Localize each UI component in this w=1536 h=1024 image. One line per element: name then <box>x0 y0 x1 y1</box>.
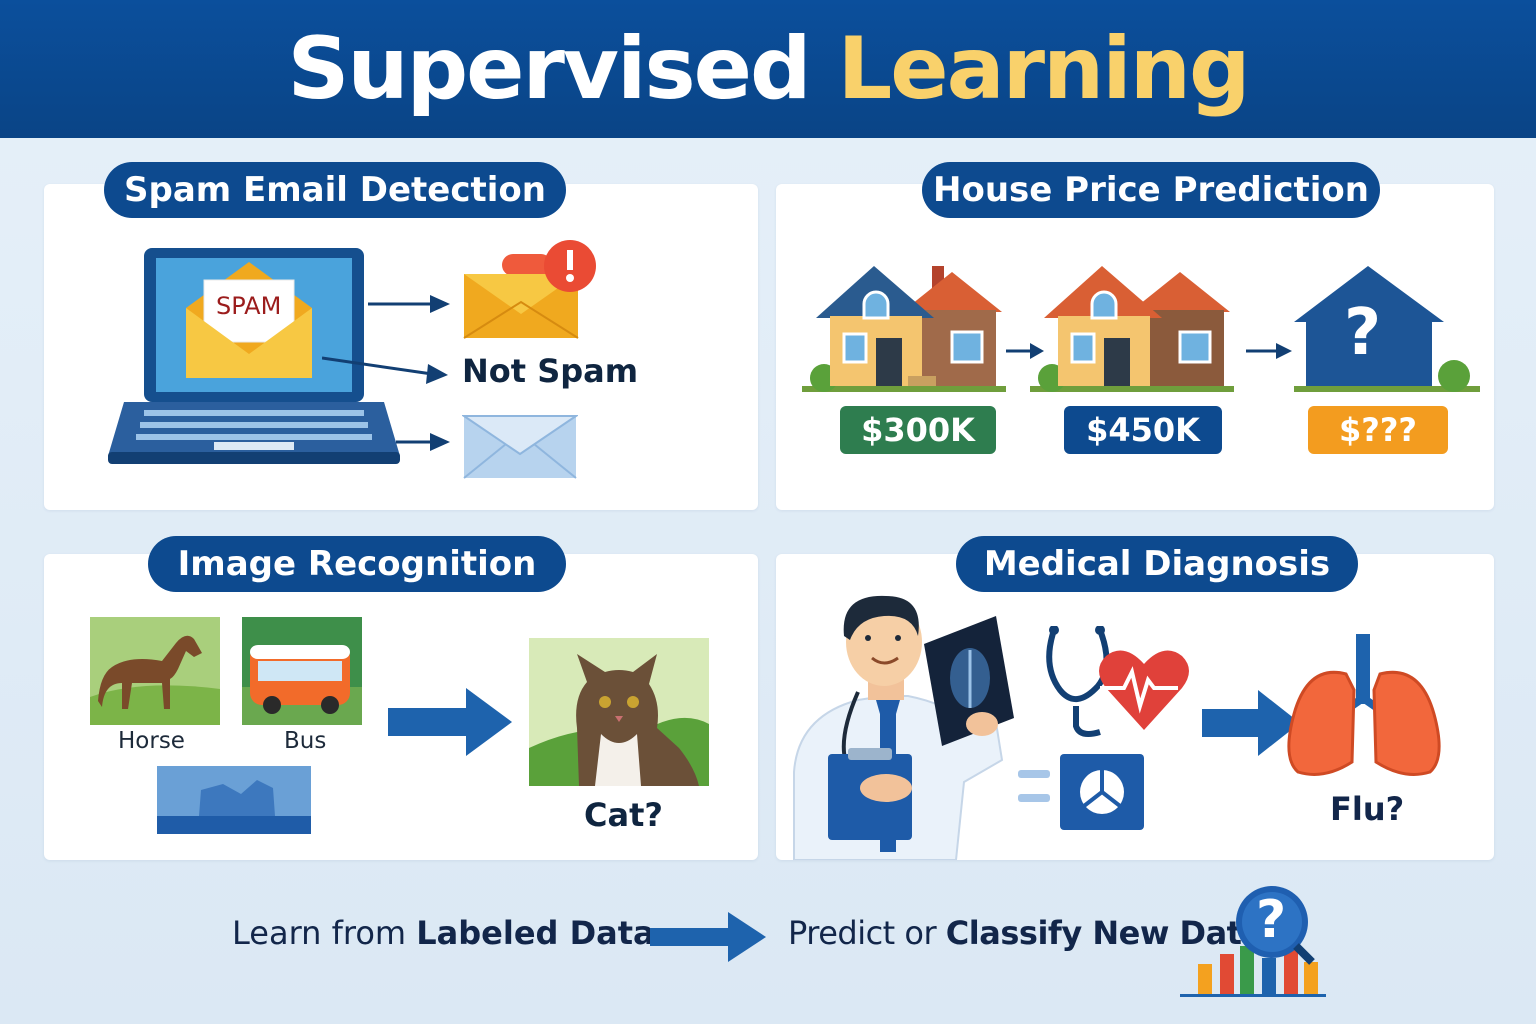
xray-scan-icon <box>924 616 1014 746</box>
footer-predict-plain: Predict or <box>788 914 946 952</box>
footer-predict-text: Predict or Classify New Data <box>788 914 1263 952</box>
footer-predict-bold: Classify New Data <box>945 914 1263 952</box>
house-panel-title: House Price Prediction <box>922 162 1380 218</box>
stethoscope-heart-icon <box>1046 626 1189 737</box>
not-spam-label: Not Spam <box>462 352 639 390</box>
footer-learn-bold: Labeled Data <box>416 914 655 952</box>
footer-learn-plain: Learn from <box>232 914 417 952</box>
horse-label: Horse <box>118 728 185 754</box>
large-arrow-icon <box>388 688 512 756</box>
bus-label: Bus <box>284 728 327 754</box>
spam-mail-alert-icon <box>463 240 596 339</box>
arrow-icon <box>322 356 448 384</box>
spam-envelope-icon <box>186 262 312 378</box>
page-title: Supervised Learning <box>287 19 1250 119</box>
image-panel-title: Image Recognition <box>148 536 566 592</box>
house-icon <box>1030 266 1234 392</box>
footer-question-mark: ? <box>1256 890 1287 950</box>
arrow-icon <box>396 433 450 451</box>
lungs-icon <box>1287 634 1441 776</box>
unlabeled-image <box>157 766 311 834</box>
title-main: Supervised <box>287 19 811 119</box>
arrow-icon <box>1246 343 1292 359</box>
arrow-icon <box>368 295 450 313</box>
price-tag-300k: $300K <box>840 406 996 454</box>
house-icon <box>802 266 1006 392</box>
mail-envelope-icon <box>462 415 578 479</box>
bus-image <box>242 617 362 725</box>
horse-image <box>90 617 220 725</box>
diagnostic-chart-icon <box>1060 754 1144 830</box>
mystery-house-question: ? <box>1344 296 1382 370</box>
cat-query-label: Cat? <box>584 796 663 834</box>
mystery-house-icon <box>1294 266 1480 392</box>
price-tag-unknown: $??? <box>1308 406 1448 454</box>
spam-panel-title: Spam Email Detection <box>104 162 566 218</box>
equals-icon <box>1018 770 1050 802</box>
spam-envelope-label: SPAM <box>216 292 282 320</box>
arrow-icon <box>1006 343 1044 359</box>
large-arrow-icon <box>1202 690 1300 756</box>
header-banner: Supervised Learning <box>0 0 1536 138</box>
title-accent: Learning <box>837 19 1250 119</box>
price-tag-450k: $450K <box>1064 406 1222 454</box>
footer-arrow-icon <box>650 912 766 962</box>
medical-panel-title: Medical Diagnosis <box>956 536 1358 592</box>
cat-image <box>529 638 709 786</box>
magnifier-icon <box>1236 886 1315 965</box>
flu-query-label: Flu? <box>1330 790 1405 828</box>
footer-learn-text: Learn from Labeled Data <box>232 914 655 952</box>
